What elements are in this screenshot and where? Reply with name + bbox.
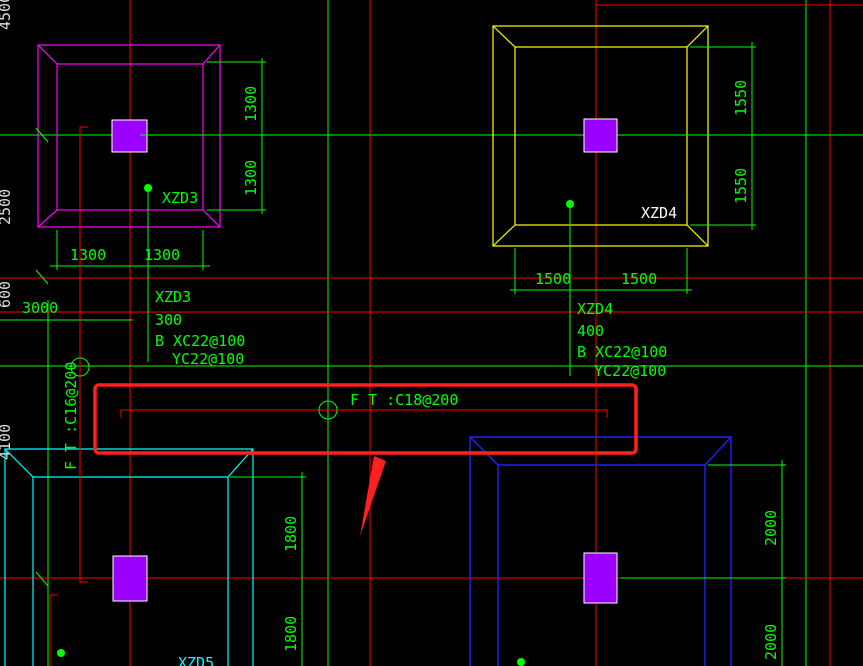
tag-dot <box>144 184 152 192</box>
note-bx: B XC22@100 <box>577 343 667 361</box>
annotation-arrow <box>360 456 386 536</box>
footing-tag-xzd5: XZD5 <box>178 654 214 666</box>
beam-end-bracket <box>79 126 88 583</box>
note-height: 400 <box>577 322 604 340</box>
dim-v1: 2000 <box>762 510 780 546</box>
footing-slope-line <box>37 209 58 228</box>
tag-dot <box>566 200 574 208</box>
tag-dot <box>57 649 65 657</box>
beam-end-bracket <box>120 409 608 418</box>
footing-slope-line <box>492 25 516 48</box>
footing-inner-outline <box>514 46 688 226</box>
footing-xzd4[interactable]: XZD4 1550 1550 1500 1500 XZD4 400 B XC22… <box>492 25 756 380</box>
dim-h2: 1300 <box>144 246 180 264</box>
dim-tick <box>35 571 49 587</box>
tie-beam-horizontal[interactable]: F T :C18@200 <box>120 391 608 420</box>
footing-slope-line <box>704 436 732 466</box>
note-bx: B XC22@100 <box>155 332 245 350</box>
footing-outer-outline <box>4 448 254 666</box>
footing-outer-outline <box>469 436 732 666</box>
footing-inner-outline <box>497 464 706 666</box>
tie-beam-vertical[interactable]: F T :C16@200 <box>62 126 90 583</box>
dim-v1: 1800 <box>282 516 300 552</box>
beam-marker-circle <box>318 400 338 420</box>
dim-v1: 1300 <box>242 86 260 122</box>
footing-outer-outline <box>492 25 709 247</box>
footing-tag-xzd4: XZD4 <box>641 204 677 222</box>
dim-v1: 1550 <box>732 80 750 116</box>
edge-dim-mid: 600 <box>0 281 14 308</box>
edge-dim-upper: 2500 <box>0 189 14 225</box>
column-xzd5[interactable] <box>112 555 148 602</box>
footing-slope-line <box>686 25 709 48</box>
dim-tick <box>35 269 49 285</box>
footing-slope-line <box>4 448 34 478</box>
footing-slope-line <box>202 44 221 65</box>
column-xzd4[interactable] <box>583 118 618 153</box>
dim-h1: 1500 <box>535 270 571 288</box>
tie-beam-horizontal-label: F T :C18@200 <box>350 391 458 409</box>
dim-h2: 1500 <box>621 270 657 288</box>
note-name: XZD4 <box>577 300 613 318</box>
footing-slope-line <box>37 44 58 65</box>
footing-outer-outline <box>37 44 221 228</box>
footing-inner-outline <box>32 476 229 666</box>
footing-xzd3[interactable]: XZD3 1300 1300 1300 1300 3000 XZD3 300 B… <box>0 44 266 368</box>
dim-v2: 1300 <box>242 160 260 196</box>
column-blue[interactable] <box>583 552 618 604</box>
footing-tag-xzd3: XZD3 <box>162 189 198 207</box>
tag-dot <box>517 658 525 666</box>
footing-slope-line <box>492 224 516 247</box>
note-height: 300 <box>155 311 182 329</box>
dim-tick <box>35 127 49 143</box>
footing-slope-line <box>202 209 221 228</box>
dim-ticks <box>35 127 49 587</box>
dim-v2: 2000 <box>762 624 780 660</box>
note-name: XZD3 <box>155 288 191 306</box>
footing-inner-outline <box>56 63 204 211</box>
highlight-box <box>93 383 638 455</box>
column-xzd3[interactable] <box>111 119 148 153</box>
footing-blue[interactable]: 2000 2000 <box>469 436 786 666</box>
beam-marker-circle <box>70 357 90 377</box>
edge-dim-lower: 4100 <box>0 424 14 460</box>
left-edge-dims: 4500 2500 600 4100 <box>0 0 14 460</box>
footing-slope-line <box>686 224 709 247</box>
note-by: YC22@100 <box>172 350 244 368</box>
leader-dim-3000: 3000 <box>22 299 58 317</box>
footing-xzd5[interactable]: XZD5 1800 1800 <box>4 448 306 666</box>
tie-beam-vertical-label: F T :C16@200 <box>62 362 80 470</box>
dim-v2: 1550 <box>732 168 750 204</box>
dim-h1: 1300 <box>70 246 106 264</box>
beam-end-bracket <box>49 594 58 666</box>
dim-v2: 1800 <box>282 616 300 652</box>
edge-dim-top: 4500 <box>0 0 14 30</box>
footing-slope-line <box>469 436 499 466</box>
note-by: YC22@100 <box>594 362 666 380</box>
